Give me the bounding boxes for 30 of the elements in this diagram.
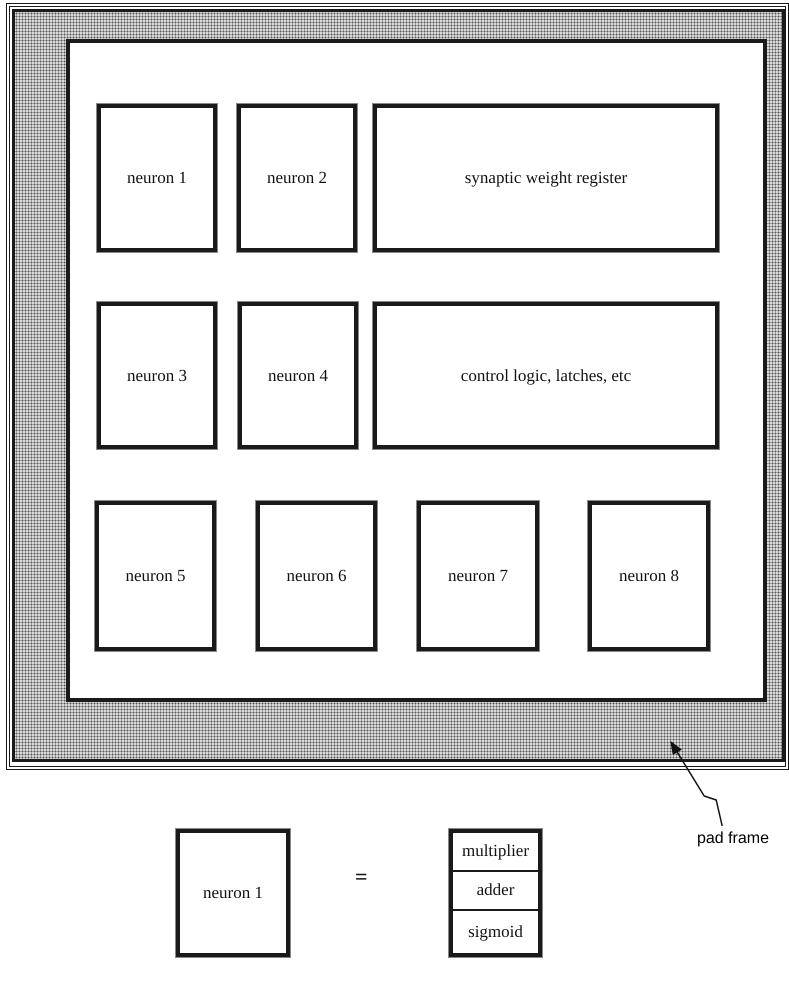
block-label: control logic, latches, etc — [460, 366, 632, 386]
block-box — [373, 302, 719, 449]
block-box — [373, 104, 719, 252]
block-box — [97, 104, 217, 252]
block-label: neuron 1 — [127, 168, 187, 188]
equals-sign: = — [355, 864, 368, 890]
block-label: synaptic weight register — [464, 168, 628, 188]
block-box — [588, 501, 710, 651]
block-box — [237, 104, 357, 252]
block-box — [238, 302, 358, 449]
block-label: neuron 5 — [126, 566, 186, 586]
neuron-stack-box — [449, 829, 542, 957]
block-label: neuron 1 — [203, 883, 263, 903]
block-box — [176, 829, 290, 957]
block-label: neuron 4 — [268, 366, 328, 386]
block-label: neuron 3 — [127, 366, 187, 386]
leader-line — [670, 740, 723, 826]
block-label: neuron 7 — [448, 566, 508, 586]
block-box — [97, 302, 217, 449]
block-label: neuron 8 — [619, 566, 679, 586]
block-box — [256, 501, 377, 651]
block-label: neuron 6 — [286, 566, 346, 586]
core-area — [66, 39, 767, 702]
stage-label: sigmoid — [467, 920, 524, 943]
stage-label: multiplier — [453, 833, 538, 872]
callout-text: pad frame — [696, 830, 770, 848]
block-box — [417, 501, 539, 651]
block-box — [95, 501, 216, 651]
block-label: neuron 2 — [267, 168, 327, 188]
stage-label: adder — [453, 872, 538, 911]
